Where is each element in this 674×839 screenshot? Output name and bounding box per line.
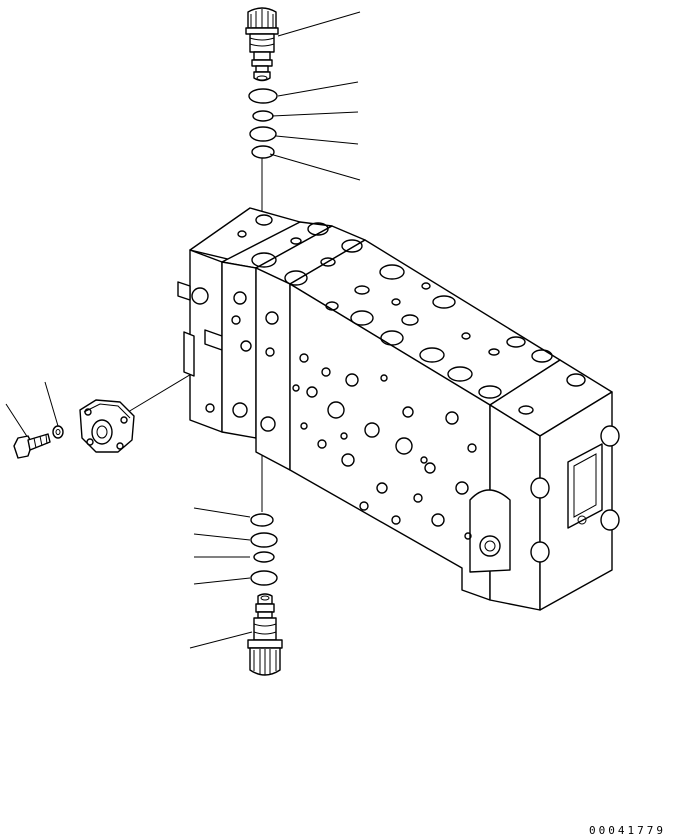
valve-cover: [79, 399, 135, 453]
washer: [52, 425, 64, 439]
upper-valve-cartridge: [245, 7, 279, 82]
lower-valve-cartridge: [247, 593, 283, 676]
upper-seals: [248, 88, 278, 159]
lower-seals: [250, 513, 278, 586]
leader-lines: [5, 11, 361, 649]
hex-bolt: [13, 433, 51, 459]
reference-code: 00041779: [589, 824, 666, 837]
control-valve-body: [177, 207, 620, 611]
